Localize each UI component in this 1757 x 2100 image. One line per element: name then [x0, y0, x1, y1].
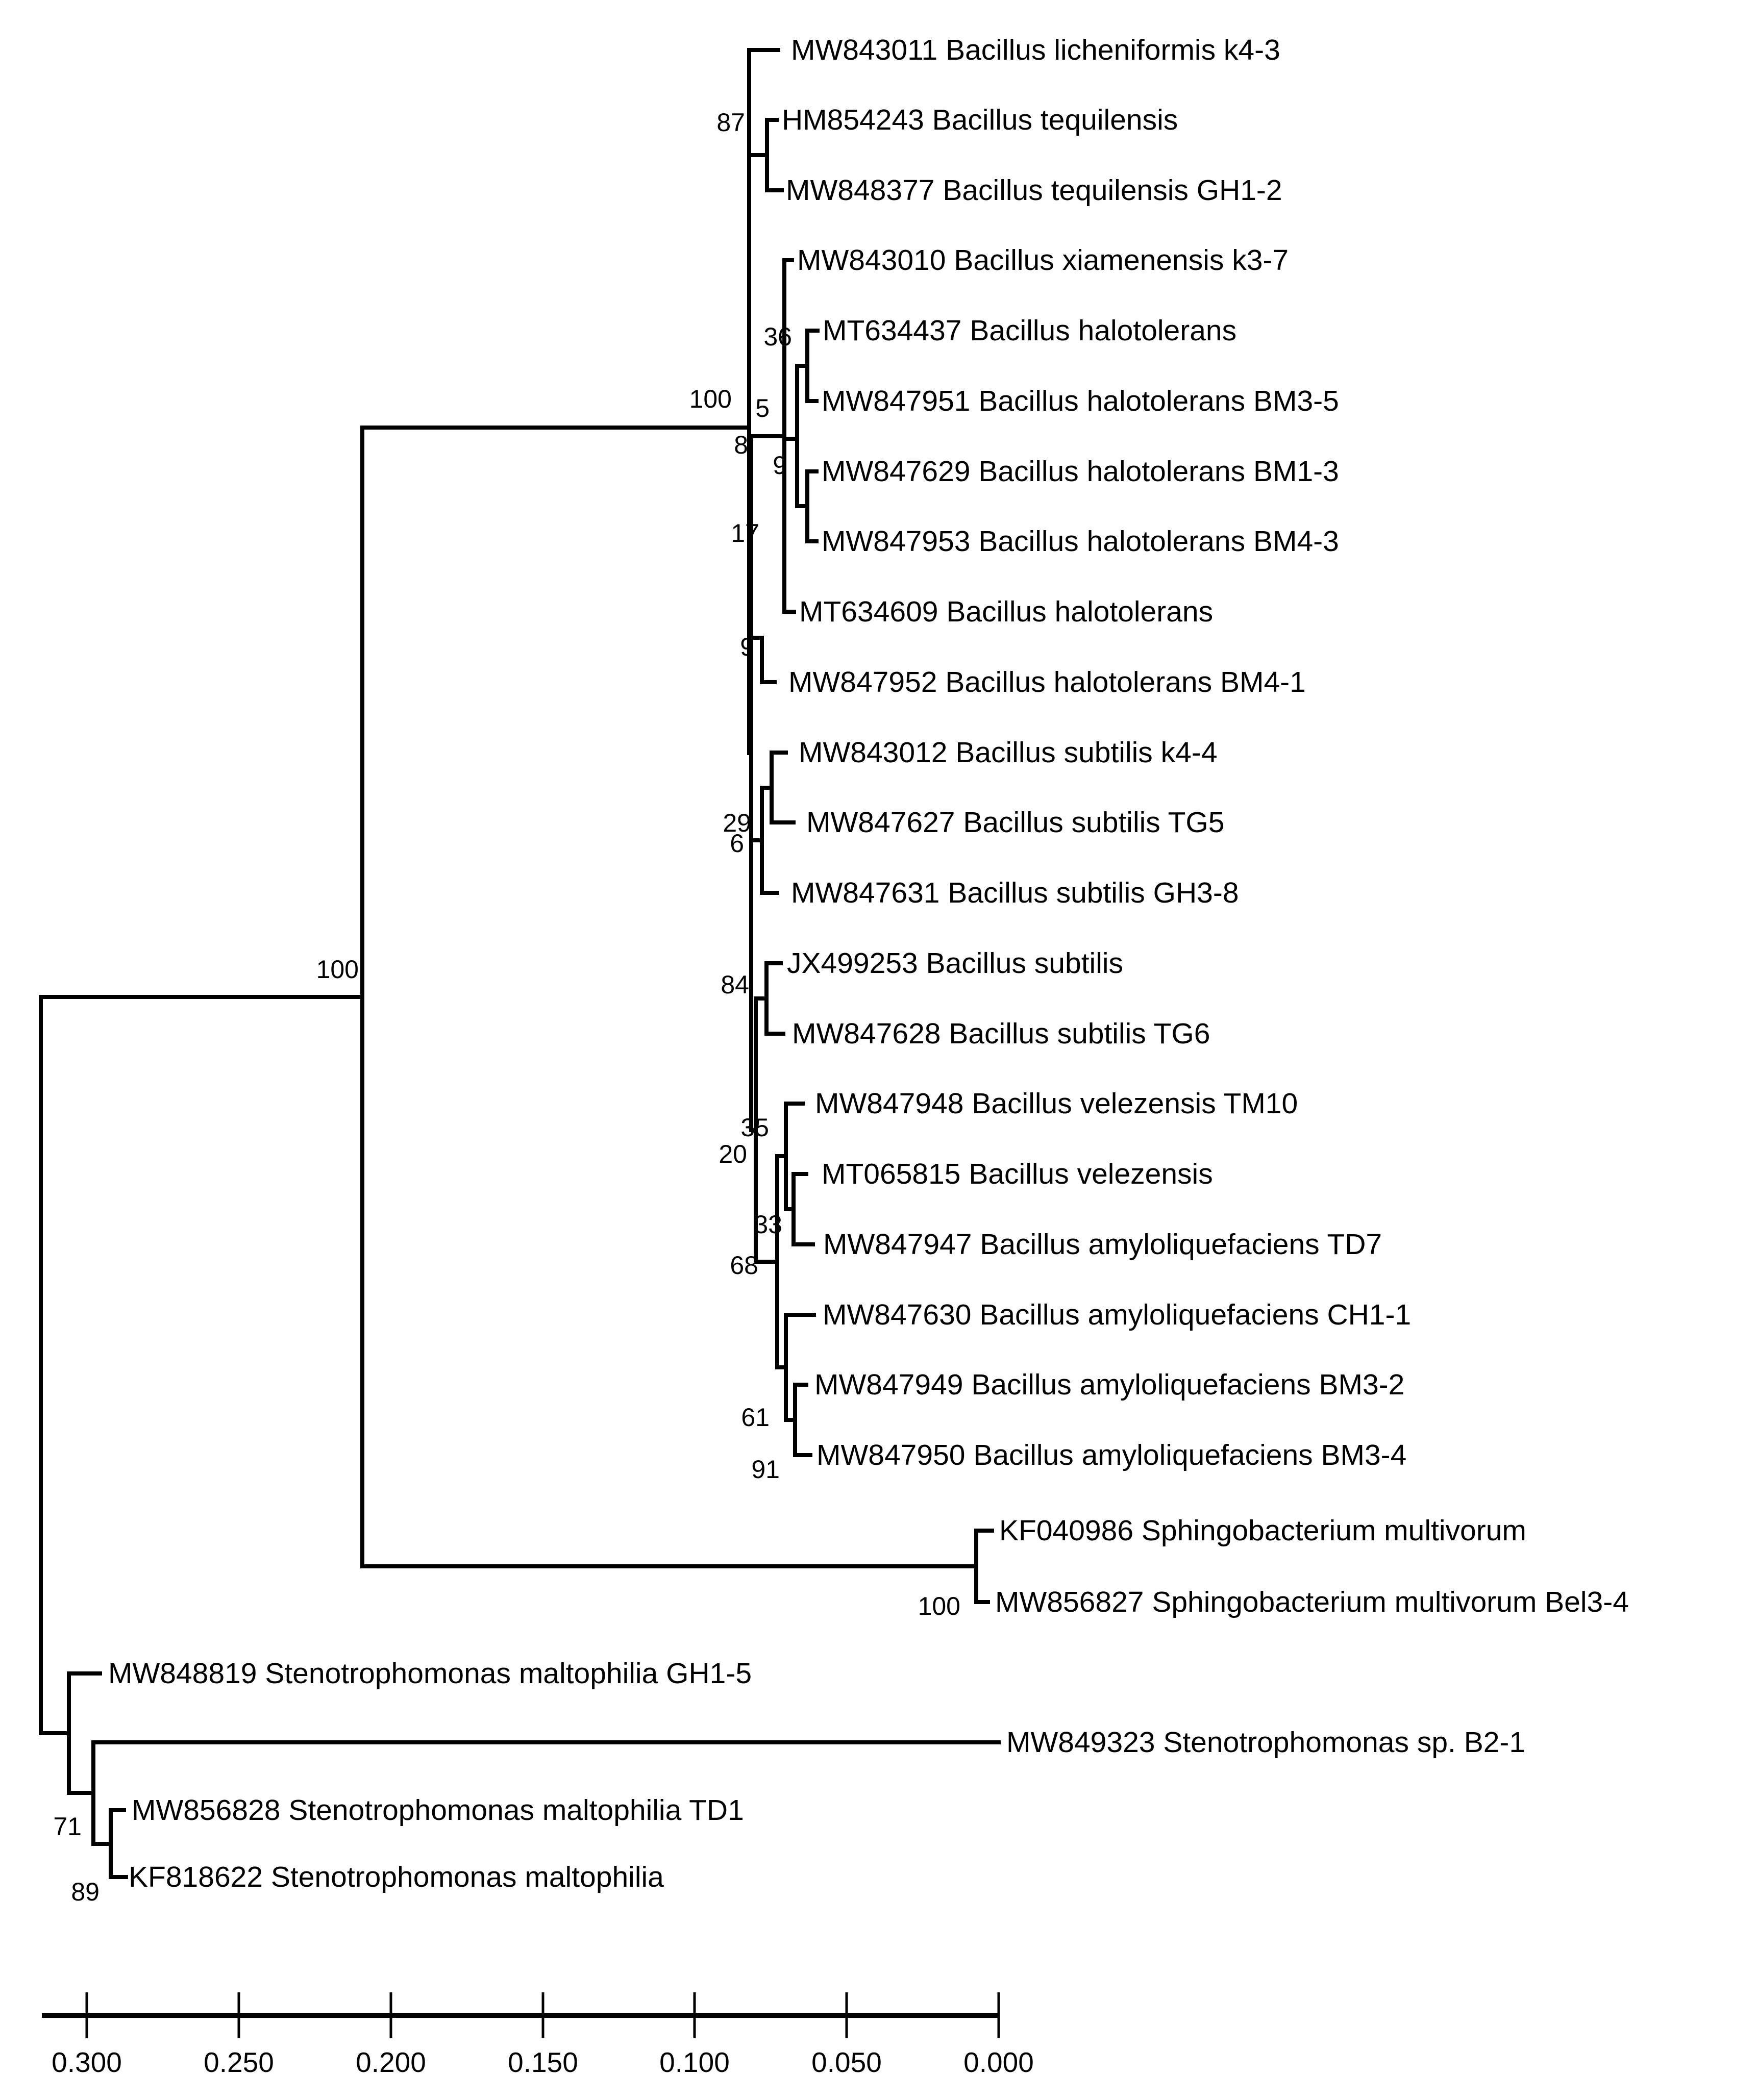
taxon-label: MW843012 Bacillus subtilis k4-4 — [799, 736, 1218, 769]
taxon-label: MT065815 Bacillus velezensis — [822, 1158, 1213, 1190]
bootstrap-value: 68 — [730, 1251, 758, 1280]
bootstrap-value: 20 — [719, 1140, 747, 1168]
tree-branches — [39, 48, 1001, 1879]
bootstrap-value: 9 — [773, 451, 787, 480]
taxon-label: MW843010 Bacillus xiamenensis k3-7 — [797, 244, 1289, 277]
bootstrap-value: 9 — [740, 633, 754, 661]
taxon-label: MW847628 Bacillus subtilis TG6 — [792, 1017, 1210, 1050]
bootstrap-value: 100 — [689, 385, 732, 413]
bootstrap-value: 71 — [53, 1812, 82, 1841]
bootstrap-value: 6 — [730, 829, 744, 858]
scale-bar: 0.300 0.250 0.200 0.150 0.100 0.050 0.000 — [42, 1992, 1034, 2078]
bootstrap-value: 91 — [751, 1455, 780, 1484]
taxon-label: MW849323 Stenotrophomonas sp. B2-1 — [1006, 1726, 1525, 1759]
taxon-label: MW848819 Stenotrophomonas maltophilia GH… — [108, 1657, 752, 1690]
taxon-label: MW847948 Bacillus velezensis TM10 — [815, 1087, 1298, 1120]
taxon-label: MW847953 Bacillus halotolerans BM4-3 — [822, 525, 1339, 558]
bootstrap-value: 100 — [918, 1592, 960, 1620]
scale-bar-tick-label: 0.200 — [356, 2046, 426, 2078]
bootstrap-value: 100 — [316, 955, 359, 984]
bootstrap-value: 29 — [723, 809, 751, 837]
taxon-labels: MW843011 Bacillus licheniformis k4-3HM85… — [108, 34, 1629, 1893]
scale-bar-tick-label: 0.100 — [659, 2046, 730, 2078]
taxon-label: MW847631 Bacillus subtilis GH3-8 — [791, 877, 1239, 909]
bootstrap-value: 36 — [763, 322, 792, 351]
scale-bar-tick-label: 0.300 — [52, 2046, 122, 2078]
taxon-label: MW847950 Bacillus amyloliquefaciens BM3-… — [816, 1439, 1406, 1471]
taxon-label: JX499253 Bacillus subtilis — [787, 947, 1123, 980]
taxon-label: MW847949 Bacillus amyloliquefaciens BM3-… — [814, 1368, 1404, 1401]
scale-bar-tick-label: 0.050 — [811, 2046, 882, 2078]
taxon-label: KF040986 Sphingobacterium multivorum — [999, 1514, 1526, 1547]
bootstrap-value: 5 — [755, 394, 770, 422]
taxon-label: MW856827 Sphingobacterium multivorum Bel… — [995, 1586, 1629, 1618]
bootstrap-value: 89 — [71, 1878, 100, 1906]
taxon-label: MW847629 Bacillus halotolerans BM1-3 — [822, 455, 1339, 488]
scale-bar-tick-label: 0.150 — [508, 2046, 578, 2078]
bootstrap-value: 61 — [741, 1403, 770, 1432]
taxon-label: MW856828 Stenotrophomonas maltophilia TD… — [132, 1794, 744, 1827]
bootstrap-value: 35 — [740, 1113, 769, 1142]
taxon-label: MW847947 Bacillus amyloliquefaciens TD7 — [823, 1228, 1382, 1261]
scale-bar-tick-label: 0.250 — [204, 2046, 274, 2078]
bootstrap-value: 17 — [731, 519, 759, 547]
bootstrap-value: 84 — [721, 970, 749, 999]
taxon-label: MW843011 Bacillus licheniformis k4-3 — [791, 34, 1280, 66]
taxon-label: MT634437 Bacillus halotolerans — [823, 314, 1236, 347]
taxon-label: MT634609 Bacillus halotolerans — [799, 595, 1213, 628]
taxon-label: MW847630 Bacillus amyloliquefaciens CH1-… — [823, 1298, 1411, 1331]
taxon-label: MW847952 Bacillus halotolerans BM4-1 — [788, 666, 1306, 698]
bootstrap-value: 33 — [754, 1210, 782, 1239]
taxon-label: KF818622 Stenotrophomonas maltophilia — [129, 1861, 664, 1893]
scale-bar-tick-label: 0.000 — [963, 2046, 1034, 2078]
taxon-label: HM854243 Bacillus tequilensis — [782, 104, 1178, 136]
taxon-label: MW847951 Bacillus halotolerans BM3-5 — [822, 385, 1339, 417]
bootstrap-value: 87 — [716, 108, 745, 137]
bootstrap-value: 8 — [734, 431, 748, 459]
taxon-label: MW847627 Bacillus subtilis TG5 — [806, 806, 1224, 839]
taxon-label: MW848377 Bacillus tequilensis GH1-2 — [786, 174, 1282, 207]
